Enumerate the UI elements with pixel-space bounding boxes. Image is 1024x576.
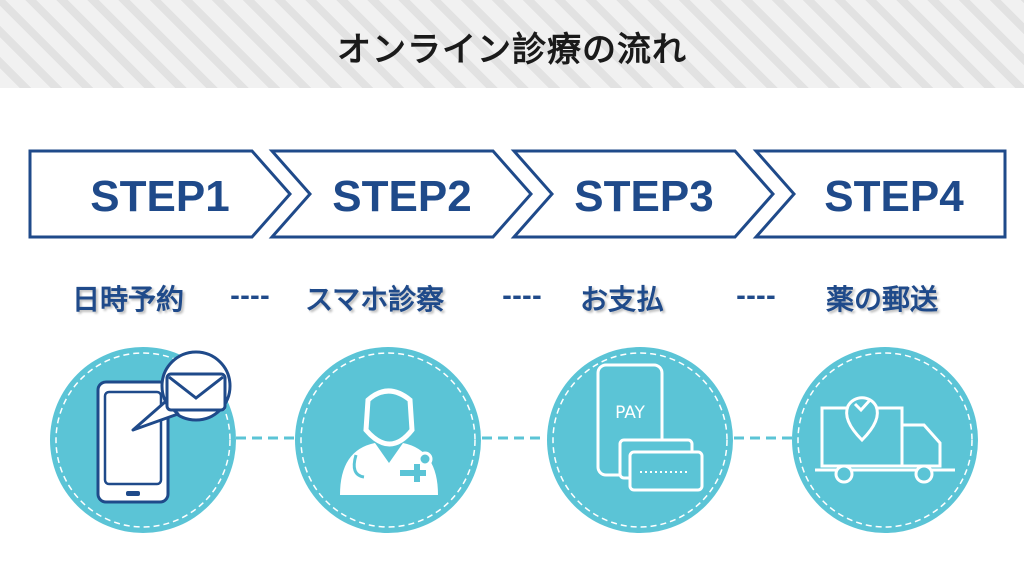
step1-name: 日時予約: [72, 283, 185, 316]
step3-name: お支払: [580, 283, 665, 316]
separator-2: ----: [502, 282, 542, 310]
separator-3: ----: [736, 282, 776, 310]
header-band: [0, 0, 1024, 88]
doctor-icon: [340, 388, 438, 495]
step2-label: STEP2: [332, 172, 472, 221]
page-title: オンライン診療の流れ: [337, 30, 687, 70]
separator-1: ----: [230, 282, 270, 310]
step4-name: 薬の郵送: [826, 283, 939, 316]
step2-arrow: [268, 149, 534, 239]
smartphone-mail-icon: [96, 350, 232, 504]
step1-arrow: [28, 149, 293, 239]
step3-label: STEP3: [574, 172, 714, 221]
step4-label: STEP4: [824, 172, 964, 221]
svg-text:PAY: PAY: [615, 403, 645, 423]
step1-label: STEP1: [90, 172, 230, 221]
step4-arrow: [752, 149, 1007, 239]
delivery-truck-icon: [815, 361, 979, 484]
step3-arrow: [510, 149, 776, 239]
pay-card-icon: PAY: [596, 363, 704, 492]
step2-name: スマホ診察: [305, 283, 445, 316]
